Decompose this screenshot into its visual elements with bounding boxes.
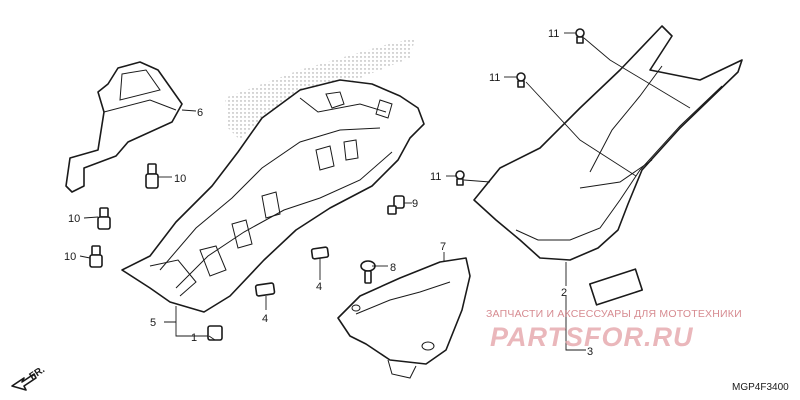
screw-part-11-c — [455, 170, 465, 186]
callout-4-b: 4 — [262, 313, 268, 325]
rubber-pad-part-4-a — [310, 246, 330, 260]
label-part-3 — [588, 268, 644, 306]
screw-part-10-b — [97, 207, 111, 230]
watermark-brand: PARTSFOR.RU — [490, 322, 694, 352]
rubber-pad-part-4-b — [254, 282, 276, 297]
callout-10-b: 10 — [68, 213, 80, 225]
callout-9: 9 — [412, 198, 418, 210]
callout-7: 7 — [440, 241, 446, 253]
screw-part-8 — [360, 260, 376, 284]
diagram-code: MGP4F3400 — [732, 382, 789, 393]
front-direction-arrow: FR. — [11, 364, 47, 391]
watermark: ЗАПЧАСТИ И АКСЕССУАРЫ ДЛЯ МОТОТЕХНИКИ PA… — [486, 308, 742, 352]
screw-part-11-b — [516, 72, 526, 88]
watermark-caption: ЗАПЧАСТИ И АКСЕССУАРЫ ДЛЯ МОТОТЕХНИКИ — [486, 308, 742, 320]
callout-10-a: 10 — [174, 173, 186, 185]
callout-5: 5 — [150, 317, 156, 329]
callout-11-b: 11 — [489, 72, 500, 84]
screw-part-10-c — [89, 245, 103, 268]
screw-part-10-a — [145, 163, 159, 189]
callout-4-a: 4 — [316, 281, 322, 293]
callout-1: 1 — [191, 332, 197, 344]
callout-3: 3 — [587, 346, 593, 358]
rear-fender-assembly — [121, 79, 425, 313]
callout-11-c: 11 — [430, 171, 441, 183]
cover-part-6 — [65, 61, 183, 193]
callout-11-a: 11 — [548, 28, 559, 40]
callout-labels: 1 2 3 4 4 5 6 7 8 9 10 10 10 11 11 11 — [64, 28, 593, 358]
callout-6: 6 — [197, 107, 203, 119]
side-cover-part-2 — [473, 25, 743, 261]
callout-10-c: 10 — [64, 251, 76, 263]
screw-part-11-a — [575, 28, 585, 44]
callout-2: 2 — [561, 287, 567, 299]
leader-lines — [79, 32, 691, 351]
screw-part-9 — [387, 195, 405, 215]
clip-nut-part-1 — [207, 325, 223, 341]
lower-cover-part-7 — [337, 257, 471, 379]
callout-8: 8 — [390, 262, 396, 274]
